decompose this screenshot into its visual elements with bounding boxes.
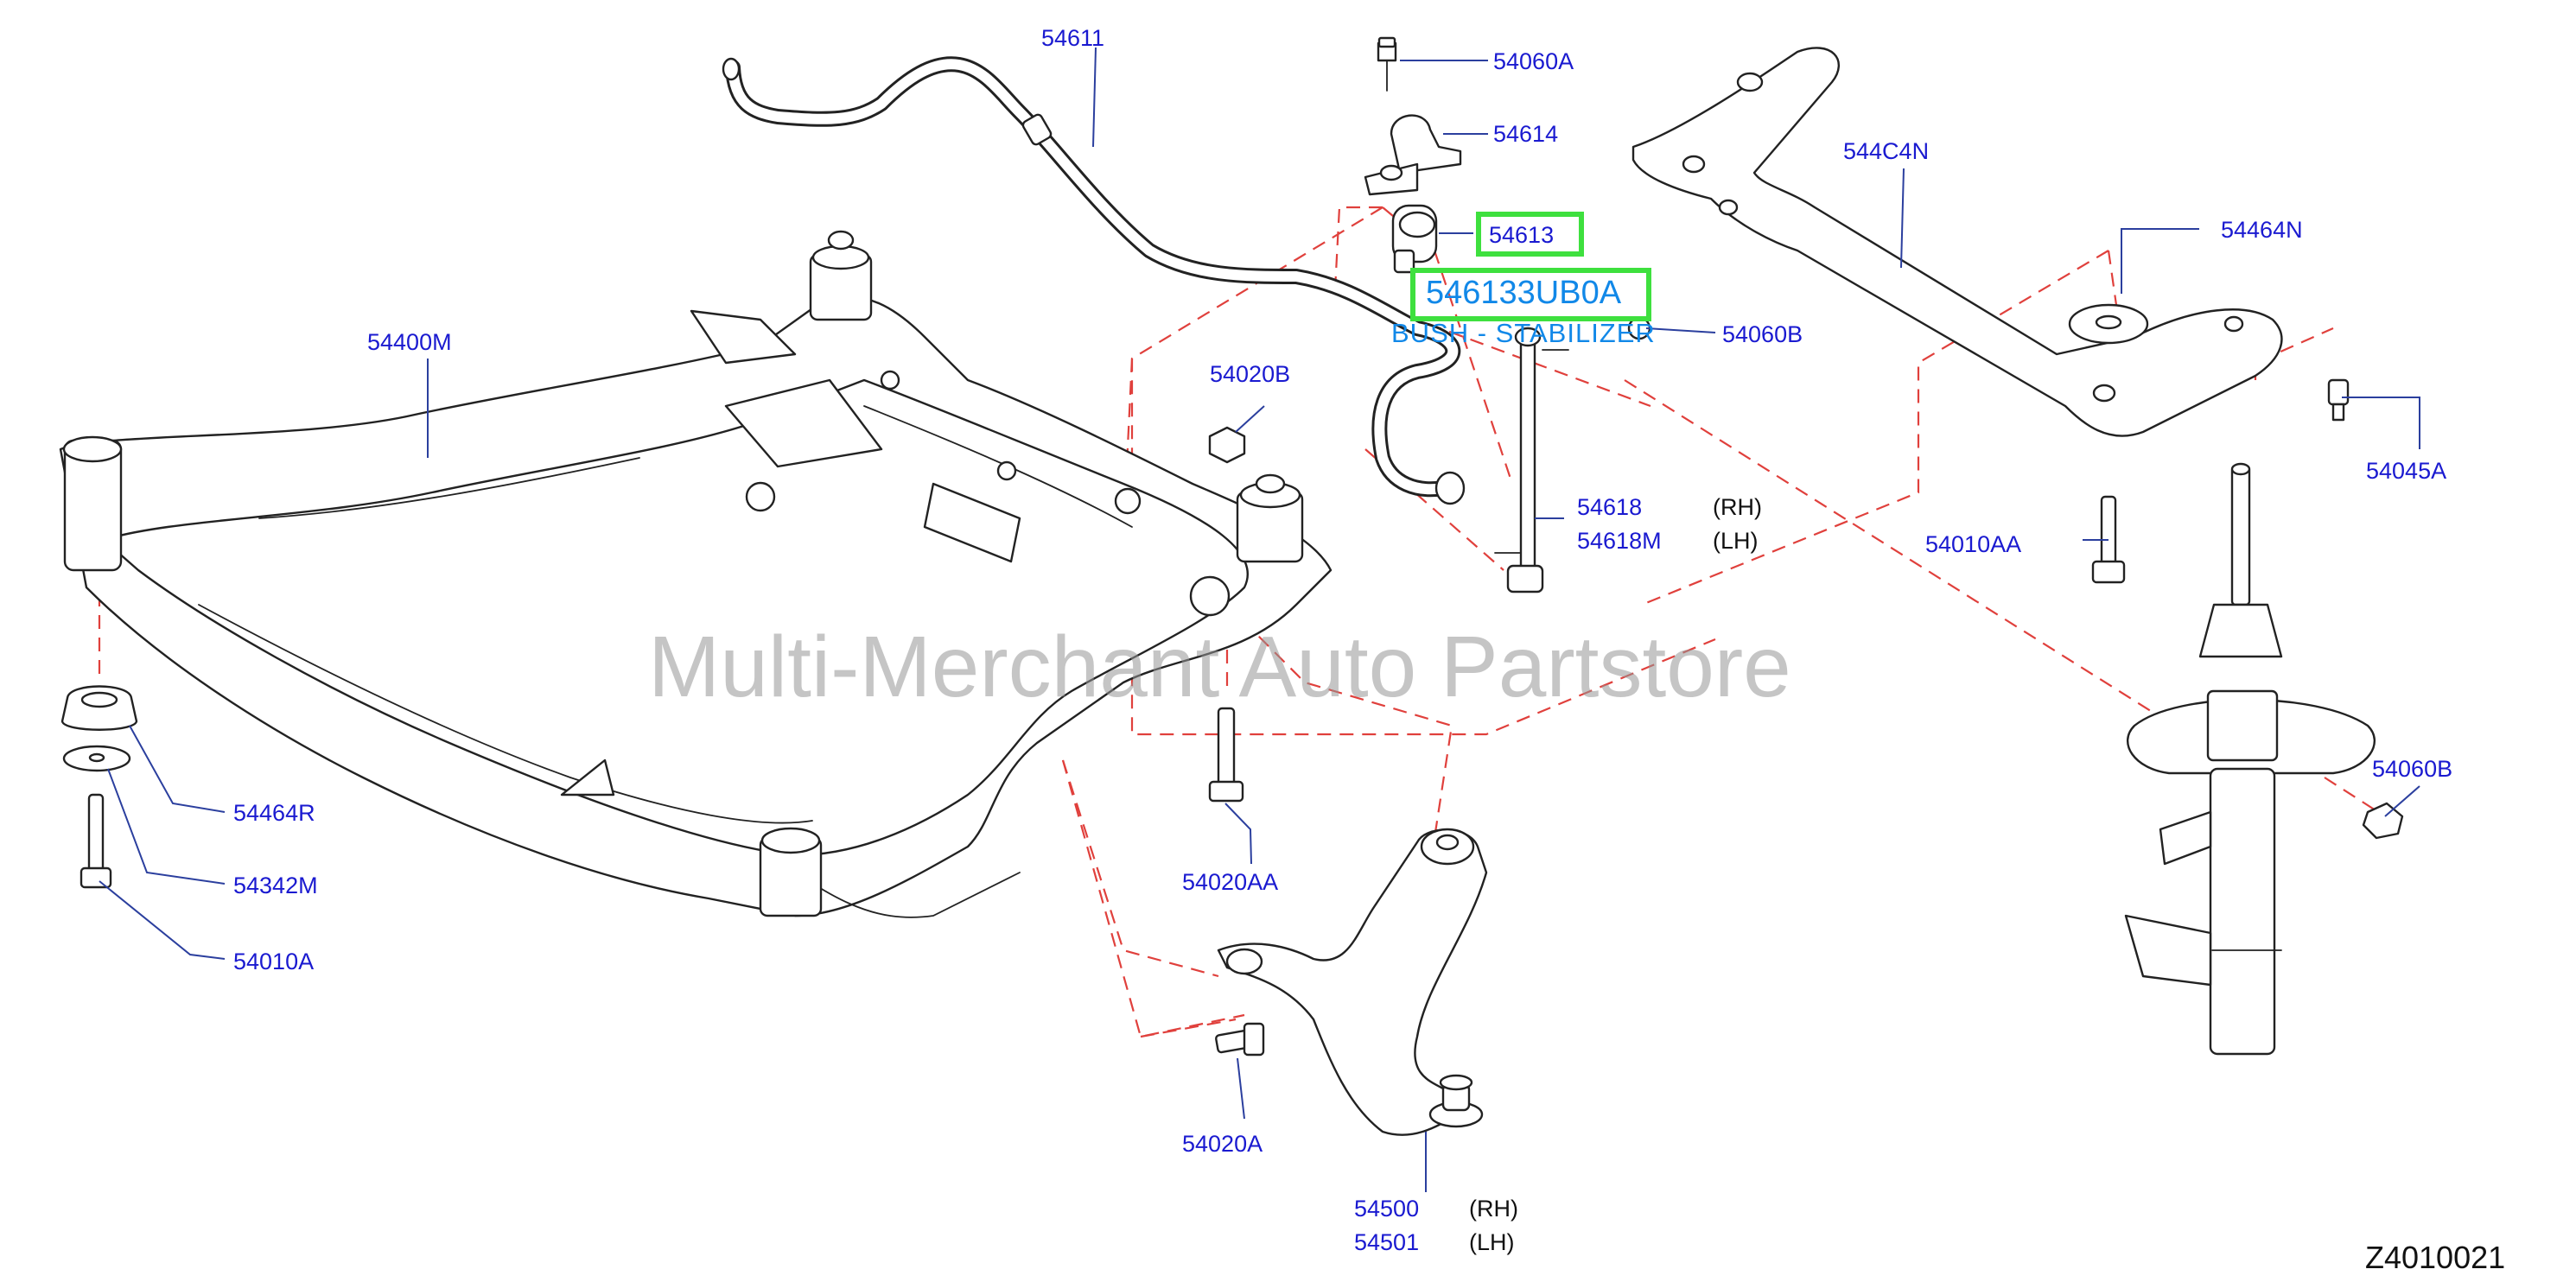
assembly-dashed-lines	[98, 206, 2386, 1038]
tension-rod-bracket	[1631, 47, 2283, 437]
label-54045a[interactable]: 54045A	[2366, 458, 2447, 484]
bolt-54020a	[1215, 1022, 1265, 1057]
label-54500[interactable]: 54500	[1354, 1196, 1420, 1222]
washer-54464n	[2068, 303, 2149, 345]
stabilizer-clamp-assembly	[1364, 36, 1462, 274]
label-54010aa[interactable]: 54010AA	[1925, 531, 2022, 557]
label-546133ub0a[interactable]: 546133UB0A	[1426, 275, 1622, 311]
bolt-54045a	[2327, 378, 2350, 422]
figure-number: Z4010021	[2365, 1240, 2506, 1275]
label-54618-rh: (RH)	[1713, 494, 1762, 520]
label-54501[interactable]: 54501	[1354, 1229, 1420, 1255]
label-54020aa[interactable]: 54020AA	[1182, 869, 1279, 895]
nut-54060b-right	[2362, 802, 2404, 840]
stabilizer-link	[1494, 327, 1569, 593]
bolt-54020aa	[1208, 707, 1244, 803]
bolt-54010a	[80, 793, 112, 889]
highlight-box-54613	[1476, 212, 1584, 257]
label-54010a[interactable]: 54010A	[233, 949, 315, 974]
label-54611[interactable]: 54611	[1041, 25, 1105, 51]
leader-lines	[99, 47, 2420, 1192]
label-54500-rh: (RH)	[1469, 1196, 1518, 1222]
label-54060a[interactable]: 54060A	[1493, 48, 1574, 74]
bracket-54464r	[60, 685, 138, 731]
stabilizer-bar	[722, 56, 1466, 505]
label-54060b-right[interactable]: 54060B	[2372, 756, 2453, 782]
bolt-54010aa	[2091, 495, 2126, 584]
lower-control-arm	[1217, 828, 1488, 1136]
label-544c4n[interactable]: 544C4N	[1843, 138, 1930, 164]
label-54464n[interactable]: 54464N	[2221, 217, 2303, 243]
label-54020a[interactable]: 54020A	[1182, 1131, 1263, 1157]
highlight-box-546133ub0a	[1410, 268, 1651, 321]
label-54342m[interactable]: 54342M	[233, 873, 318, 898]
label-54020b[interactable]: 54020B	[1210, 361, 1291, 387]
label-54060b-top[interactable]: 54060B	[1722, 321, 1803, 347]
watermark: Multi-Merchant Auto Partstore	[648, 619, 1791, 715]
label-54618m-lh: (LH)	[1713, 528, 1759, 554]
label-54618[interactable]: 54618	[1577, 494, 1643, 520]
front-suspension-member	[59, 230, 1333, 918]
label-54400m[interactable]: 54400M	[367, 329, 452, 355]
nut-54020b	[1208, 426, 1246, 464]
label-54464r[interactable]: 54464R	[233, 800, 315, 826]
label-54501-lh: (LH)	[1469, 1229, 1515, 1255]
label-54613[interactable]: 54613	[1489, 222, 1555, 248]
part-description: BUSH - STABILIZER	[1391, 318, 1656, 348]
strut-assembly	[2124, 462, 2376, 1056]
label-54618m[interactable]: 54618M	[1577, 528, 1662, 554]
label-54614[interactable]: 54614	[1493, 121, 1559, 147]
washer-54342m	[62, 745, 131, 772]
